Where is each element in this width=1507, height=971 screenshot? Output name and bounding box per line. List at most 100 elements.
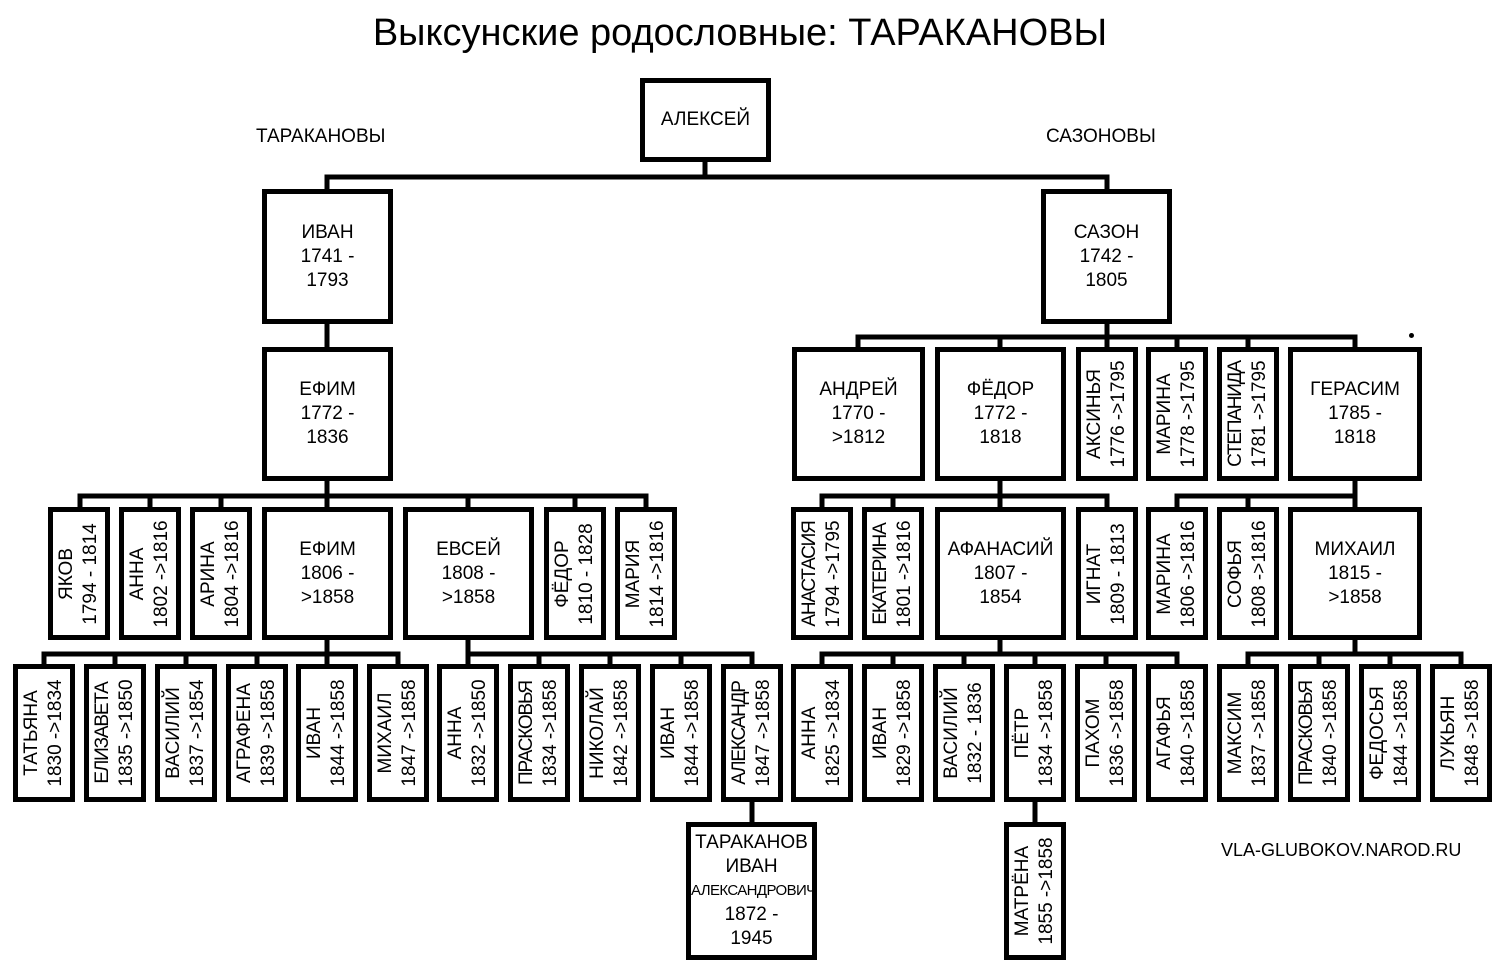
person-years-start: 1807 - bbox=[973, 562, 1028, 584]
person-name: ПРАСКОВЬЯ bbox=[516, 681, 537, 785]
person-years: 1808 ->1816 bbox=[1249, 519, 1270, 628]
person-name: ЛУКЬЯН bbox=[1438, 695, 1459, 771]
person-name: АНДРЕЙ bbox=[819, 379, 898, 400]
person-name: ГЕРАСИМ bbox=[1310, 379, 1400, 400]
person-years: 1840 ->1858 bbox=[1320, 679, 1341, 787]
person-node-aleksei[interactable]: АЛЕКСЕЙ bbox=[640, 78, 771, 162]
person-years-end: 1805 bbox=[1085, 269, 1128, 291]
person-years-end: >1858 bbox=[300, 586, 355, 608]
person-years: 1837 ->1854 bbox=[187, 679, 208, 787]
person-years-end: >1812 bbox=[831, 427, 886, 448]
person-years: 1794 - 1814 bbox=[80, 522, 101, 625]
person-years-end: 1854 bbox=[979, 586, 1022, 608]
person-years-start: 1785 - bbox=[1328, 403, 1382, 424]
person-years: 1781 ->1795 bbox=[1249, 360, 1270, 468]
person-name: АННА bbox=[127, 547, 148, 600]
person-name: ИВАН bbox=[725, 856, 778, 877]
site-url: VLA-GLUBOKOV.NAROD.RU bbox=[1221, 840, 1462, 860]
person-name: АННА bbox=[445, 706, 466, 760]
person-name: МАРИЯ bbox=[623, 539, 644, 608]
person-years: 1844 ->1858 bbox=[1391, 679, 1412, 787]
person-years-start: 1872 - bbox=[724, 904, 779, 925]
person-years: 1809 - 1813 bbox=[1108, 522, 1129, 625]
person-name: АЛЕКСАНДР bbox=[729, 681, 750, 785]
person-name: МАКСИМ bbox=[1225, 691, 1246, 775]
person-years-end: 1945 bbox=[730, 928, 773, 949]
person-years: 1825 ->1834 bbox=[823, 679, 844, 787]
person-name: САЗОН bbox=[1073, 221, 1140, 243]
person-years-start: 1742 - bbox=[1079, 245, 1134, 267]
person-years: 1847 ->1858 bbox=[399, 679, 420, 787]
person-name: АЛЕКСЕЙ bbox=[660, 109, 751, 130]
person-years: 1844 ->1858 bbox=[328, 679, 349, 787]
person-node-tarakanov-ivan[interactable]: ТАРАКАНОВ ИВАН АЛЕКСАНДРОВИЧ 1872 - 1945 bbox=[686, 822, 817, 960]
person-years: 1834 ->1858 bbox=[540, 679, 561, 787]
person-years: 1810 - 1828 bbox=[576, 522, 597, 625]
person-name: СОФЬЯ bbox=[1225, 539, 1246, 608]
person-years-start: 1741 - bbox=[300, 245, 355, 267]
person-name: ЕВСЕЙ bbox=[436, 538, 501, 560]
person-years-end: 1818 bbox=[979, 427, 1022, 448]
person-surname: ТАРАКАНОВ bbox=[695, 832, 808, 853]
person-years-end: 1836 bbox=[306, 427, 349, 448]
person-years: 1835 ->1850 bbox=[116, 679, 137, 787]
branch-label-tarakanovy: ТАРАКАНОВЫ bbox=[256, 126, 386, 147]
person-years: 1806 ->1816 bbox=[1178, 519, 1199, 628]
person-years: 1837 ->1858 bbox=[1249, 679, 1270, 787]
person-name: НИКОЛАЙ bbox=[587, 687, 608, 779]
person-name: МАТРЁНА bbox=[1012, 845, 1033, 937]
person-name: ЕЛИЗАВЕТА bbox=[92, 682, 113, 784]
person-name: СТЕПАНИДА bbox=[1225, 361, 1246, 467]
person-years: 1830 ->1834 bbox=[45, 679, 66, 787]
person-name: ПАХОМ bbox=[1083, 698, 1104, 768]
person-years: 1778 ->1795 bbox=[1178, 360, 1199, 468]
person-years-end: 1793 bbox=[306, 269, 349, 291]
person-name: ЕКАТЕРИНА bbox=[870, 522, 891, 625]
